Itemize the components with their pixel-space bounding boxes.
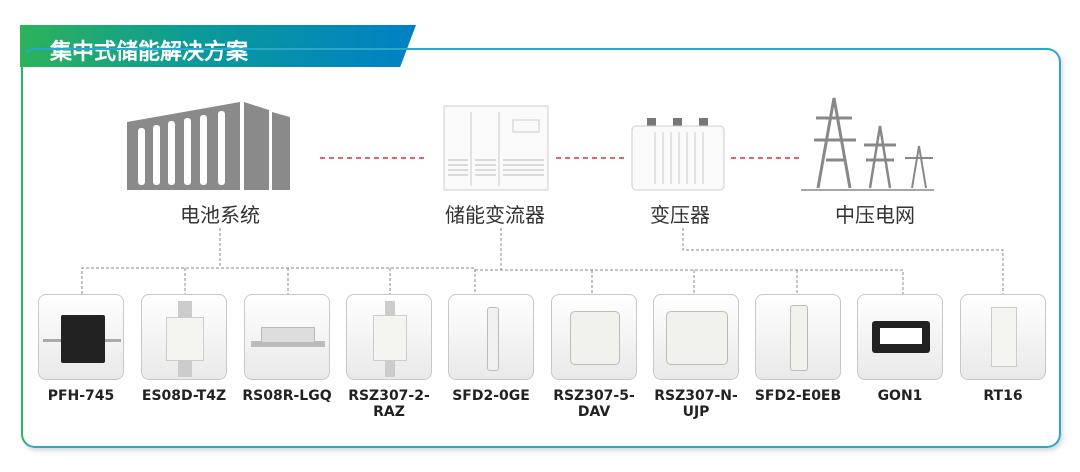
product-card[interactable] <box>448 294 534 380</box>
product-card[interactable] <box>653 294 739 380</box>
product-label: RS08R-LGQ <box>242 388 332 404</box>
product-card[interactable] <box>38 294 124 380</box>
product-label: PFH-745 <box>47 388 115 404</box>
stage-pcs-label: 储能变流器 <box>445 203 545 227</box>
product-card[interactable] <box>857 294 943 380</box>
power-tower-icon <box>801 97 934 191</box>
product-card[interactable] <box>960 294 1046 380</box>
stage-battery-label: 电池系统 <box>180 203 260 227</box>
product-label: RT16 <box>983 388 1023 404</box>
transformer-icon <box>631 118 725 191</box>
product-card[interactable] <box>551 294 637 380</box>
stage-grid-label: 中压电网 <box>835 203 915 227</box>
product-card[interactable] <box>755 294 841 380</box>
stage-transformer-label: 变压器 <box>650 203 710 227</box>
product-label: SFD2-0GE <box>452 388 530 404</box>
product-label: GON1 <box>877 388 923 404</box>
battery-container-icon <box>127 102 290 190</box>
product-card[interactable] <box>346 294 432 380</box>
product-card[interactable] <box>141 294 227 380</box>
product-label: RSZ307-N-UJP <box>654 388 738 420</box>
product-label: SFD2-E0EB <box>754 388 842 404</box>
product-card[interactable] <box>244 294 330 380</box>
section-title: 集中式储能解决方案 <box>20 25 416 67</box>
product-label: RSZ307-2-RAZ <box>348 388 430 420</box>
diagram-frame <box>21 48 1061 448</box>
pcs-cabinet-icon <box>443 105 549 191</box>
product-label: RSZ307-5-DAV <box>553 388 635 420</box>
product-label: ES08D-T4Z <box>141 388 227 404</box>
